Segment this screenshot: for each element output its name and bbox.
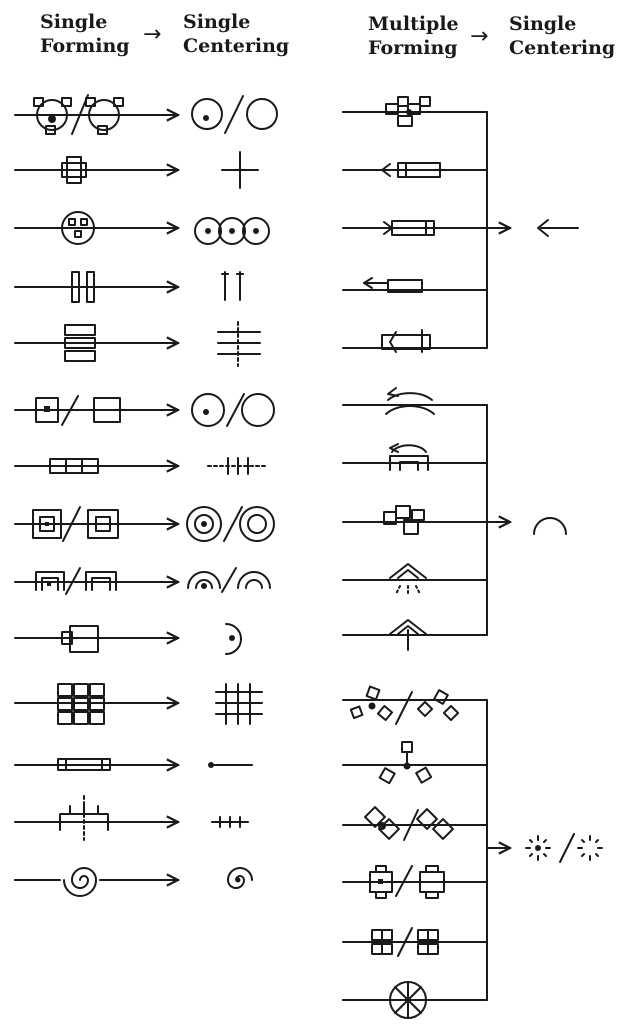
header-line: Multiple (368, 13, 459, 35)
header-line: Single (40, 11, 108, 33)
left-row-cross-squares (14, 151, 259, 189)
left-row-nested-squares (14, 506, 275, 542)
header-line: Forming (40, 35, 130, 57)
right-group-translational (342, 96, 579, 353)
left-row-double-bracket (14, 271, 244, 303)
left-row-spiral (14, 867, 253, 897)
left-row-square-slash (14, 393, 275, 427)
left-row-long-bar (14, 758, 253, 770)
header-arrow: → (470, 24, 489, 49)
header-arrow: → (143, 22, 162, 47)
header-line: Single (183, 11, 251, 33)
left-row-comb (14, 795, 249, 841)
header-single-centering-right: Single Centering (509, 12, 615, 60)
left-row-grid (14, 683, 263, 725)
header-line: Centering (183, 35, 290, 57)
radiating-dots-result (525, 833, 603, 863)
left-row-two-circles (14, 94, 278, 135)
header-multiple-forming: Multiple Forming (368, 12, 459, 60)
header-single-centering-left: Single Centering (183, 10, 289, 58)
header-line: Single (509, 13, 577, 35)
header-line: Forming (368, 37, 458, 59)
right-group-arc (342, 387, 567, 651)
left-row-arched-squares (14, 567, 271, 595)
right-group-radial (342, 685, 603, 1019)
left-row-circle-dots (14, 211, 270, 245)
left-row-square-tab (14, 623, 242, 655)
left-row-stacked-bars (14, 321, 261, 367)
header-line: Centering (509, 37, 616, 59)
header-single-forming: Single Forming (40, 10, 130, 58)
left-row-three-squares (14, 457, 269, 475)
